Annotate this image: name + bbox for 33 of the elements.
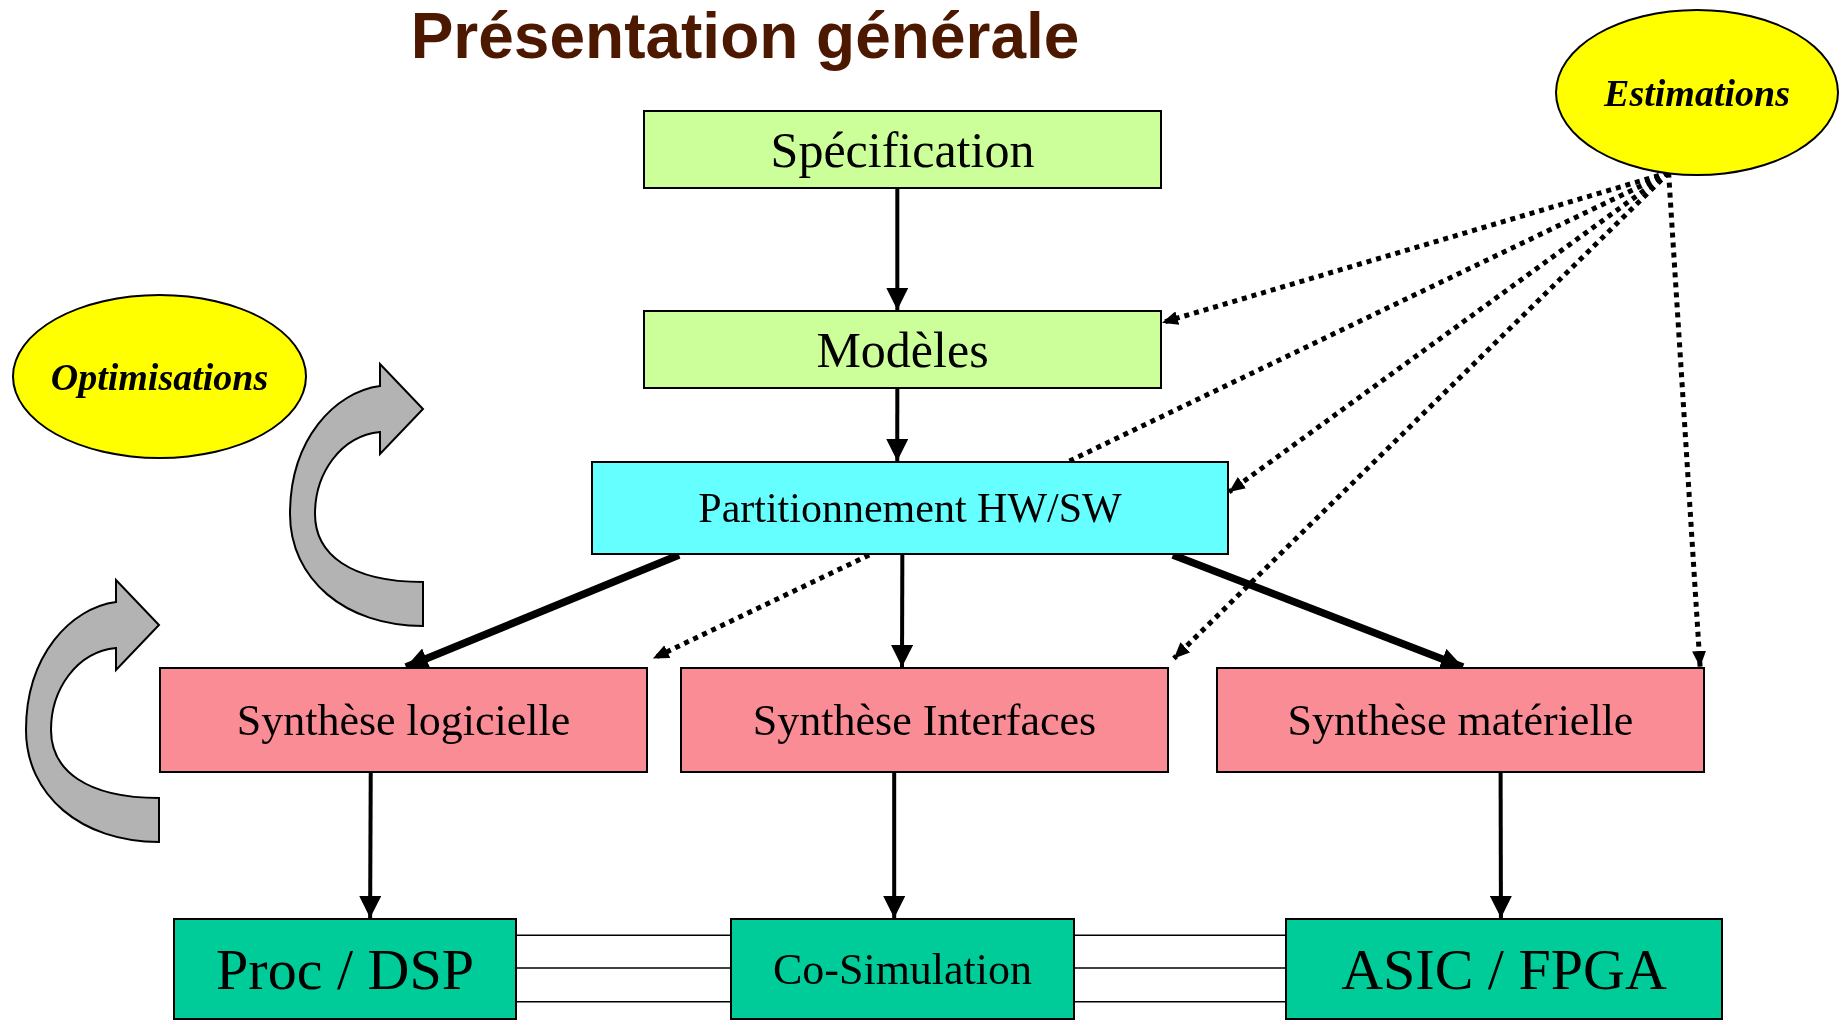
node-label: Spécification	[770, 120, 1035, 179]
node-label: Synthèse matérielle	[1287, 694, 1634, 746]
process-box	[643, 310, 1162, 389]
node-label: ASIC / FPGA	[1341, 935, 1667, 1003]
node-label: Partitionnement HW/SW	[698, 484, 1122, 532]
title: Présentation générale	[409, 0, 1081, 72]
arrow	[1489, 773, 1512, 918]
node-label: Estimations	[1604, 70, 1790, 115]
process-box	[173, 918, 517, 1020]
connector-line	[516, 934, 731, 937]
connector-line	[1074, 1000, 1286, 1003]
connector-line	[516, 1000, 731, 1003]
node-label: Synthèse logicielle	[236, 694, 571, 746]
process-box	[159, 667, 648, 773]
arrow	[891, 555, 914, 667]
node-label: Modèles	[816, 320, 989, 379]
process-box	[643, 110, 1162, 189]
connector-line	[516, 967, 731, 969]
process-box	[730, 918, 1075, 1020]
connector-line	[1074, 934, 1286, 937]
node-label: Proc / DSP	[216, 935, 474, 1003]
node-label: Synthèse Interfaces	[752, 694, 1097, 746]
process-box	[680, 667, 1169, 773]
connector-line	[1074, 967, 1286, 969]
process-box	[1285, 918, 1723, 1020]
process-box	[591, 461, 1229, 555]
arrow	[886, 389, 909, 461]
arrow	[886, 189, 909, 310]
node-label: Optimisations	[50, 354, 269, 399]
arrow	[359, 773, 382, 918]
arrow	[883, 773, 906, 918]
process-box	[1216, 667, 1705, 773]
node-label: Co-Simulation	[772, 943, 1033, 995]
